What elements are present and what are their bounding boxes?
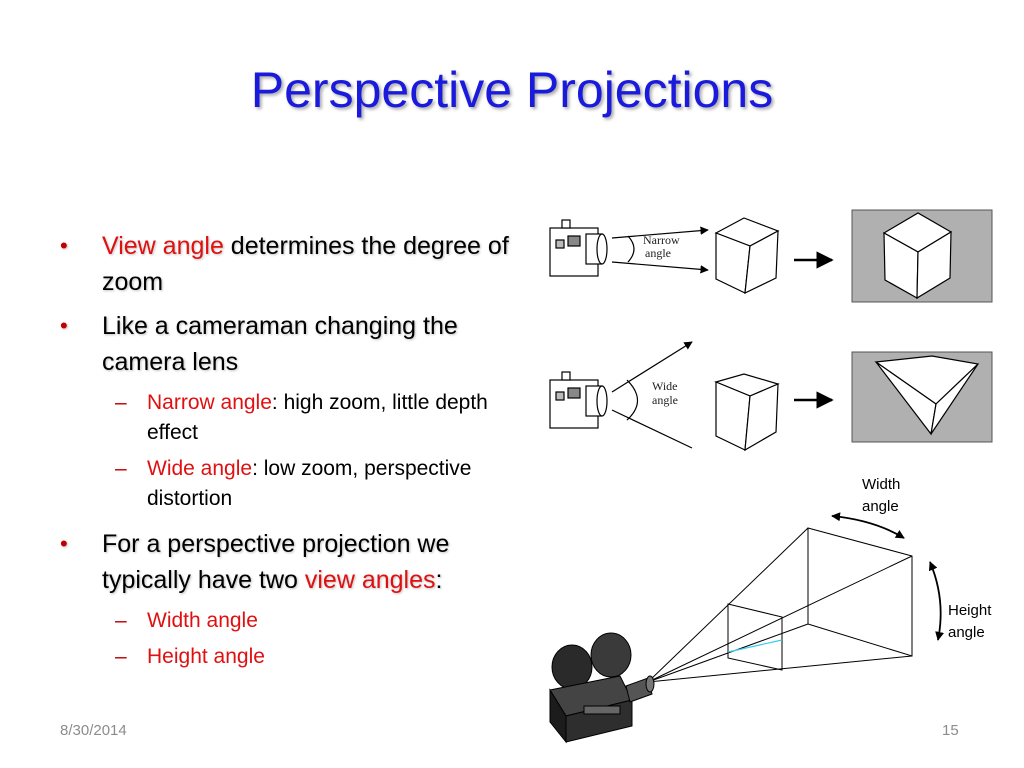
dash-marker: –: [115, 391, 127, 414]
slide-date: 8/30/2014: [60, 722, 127, 739]
bullet-keyword: Wide angle: [147, 457, 253, 480]
bullet-list: • View angle determines the degree of zo…: [60, 228, 510, 678]
subbullet-height-angle: – Height angle: [60, 642, 510, 672]
narrow-angle-label-2: angle: [645, 246, 671, 260]
bullet-keyword: Height angle: [147, 645, 265, 668]
bullet-text: Like a cameraman changing the camera len…: [102, 312, 458, 376]
camera-icon-wide: [549, 371, 608, 429]
movie-camera-icon: [549, 632, 655, 744]
dash-marker: –: [115, 457, 127, 480]
wide-angle-label-2: angle: [652, 393, 678, 407]
dash-marker: –: [115, 609, 127, 632]
width-angle-label-2: angle: [862, 498, 899, 515]
bullet-marker: •: [60, 313, 68, 338]
bullet-keyword: view angles: [304, 566, 436, 594]
cube-narrow: [714, 217, 780, 295]
subbullet-wide-angle: – Wide angle: low zoom, perspective dist…: [60, 454, 510, 514]
narrow-angle-label-1: Narrow: [643, 233, 680, 247]
narrow-ray-bottom: [611, 261, 709, 274]
camera-icon-narrow: [549, 219, 608, 277]
bullet-text: : low zoom, perspective distortion: [147, 457, 472, 510]
slide-number: 15: [942, 722, 959, 739]
bullet-text: For a perspective projection we typicall…: [102, 530, 450, 594]
bullet-text: : high zoom, little depth effect: [147, 391, 488, 444]
height-angle-label-1: Height: [948, 602, 992, 619]
viewport-wide: [851, 351, 993, 443]
wide-ray-bottom: [611, 409, 693, 449]
narrow-angle-arc: [627, 235, 635, 263]
viewport-narrow: [851, 209, 993, 303]
cube-wide: [714, 373, 780, 452]
bullet-marker: •: [60, 233, 68, 258]
bullet-keyword: Narrow angle: [147, 391, 272, 414]
bullet-view-angle: • View angle determines the degree of zo…: [60, 228, 510, 300]
slide-title: Perspective Projections: [250, 62, 774, 118]
bullet-cameraman: • Like a cameraman changing the camera l…: [60, 308, 510, 380]
bullet-two-view-angles: • For a perspective projection we typica…: [60, 526, 510, 598]
height-angle-arrow: [928, 561, 944, 641]
width-angle-label-1: Width: [862, 476, 900, 493]
bullet-text: :: [435, 566, 443, 594]
subbullet-narrow-angle: – Narrow angle: high zoom, little depth …: [60, 388, 510, 448]
wide-angle-label-1: Wide: [652, 379, 678, 393]
width-angle-arrow: [831, 512, 905, 539]
bullet-marker: •: [60, 531, 68, 556]
bullet-text: determines the degree of zoom: [102, 232, 509, 296]
view-frustum: [647, 527, 913, 683]
wide-angle-arc: [626, 379, 639, 421]
dash-marker: –: [115, 645, 127, 668]
perspective-figure: Narrow angle Wide angle: [549, 209, 993, 744]
subbullet-width-angle: – Width angle: [60, 606, 510, 636]
wide-ray-top: [611, 341, 693, 393]
height-angle-label-2: angle: [948, 624, 985, 641]
bullet-keyword: Width angle: [147, 609, 258, 632]
bullet-keyword: View angle: [102, 232, 224, 260]
